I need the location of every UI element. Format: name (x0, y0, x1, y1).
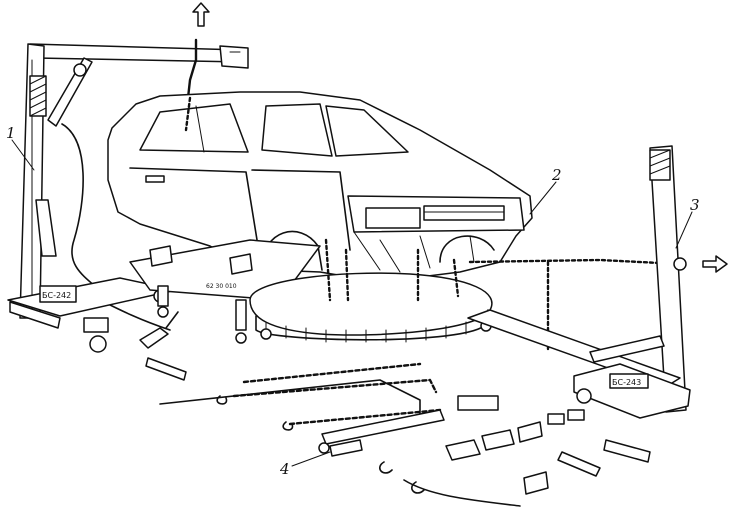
right-unit-plate: БС-243 (612, 378, 641, 387)
platform-number: 62 30 010 (206, 283, 237, 290)
platform: 62 30 010 (129, 239, 493, 344)
callout-label-4: 4 (279, 460, 290, 478)
car-body (107, 91, 533, 283)
arrow-up-icon (192, 2, 210, 27)
accessory-kit (159, 362, 651, 507)
right-pulling-unit: БС-243 (467, 145, 691, 419)
arrow-right-icon (702, 255, 728, 273)
callout-label-3: 3 (690, 196, 700, 214)
callout-label-1: 1 (6, 124, 16, 142)
left-pulling-unit: БС-242 (7, 38, 249, 381)
callouts: 1 2 3 4 (6, 124, 700, 478)
left-unit-plate: БС-242 (42, 291, 71, 300)
callout-label-2: 2 (551, 166, 562, 184)
